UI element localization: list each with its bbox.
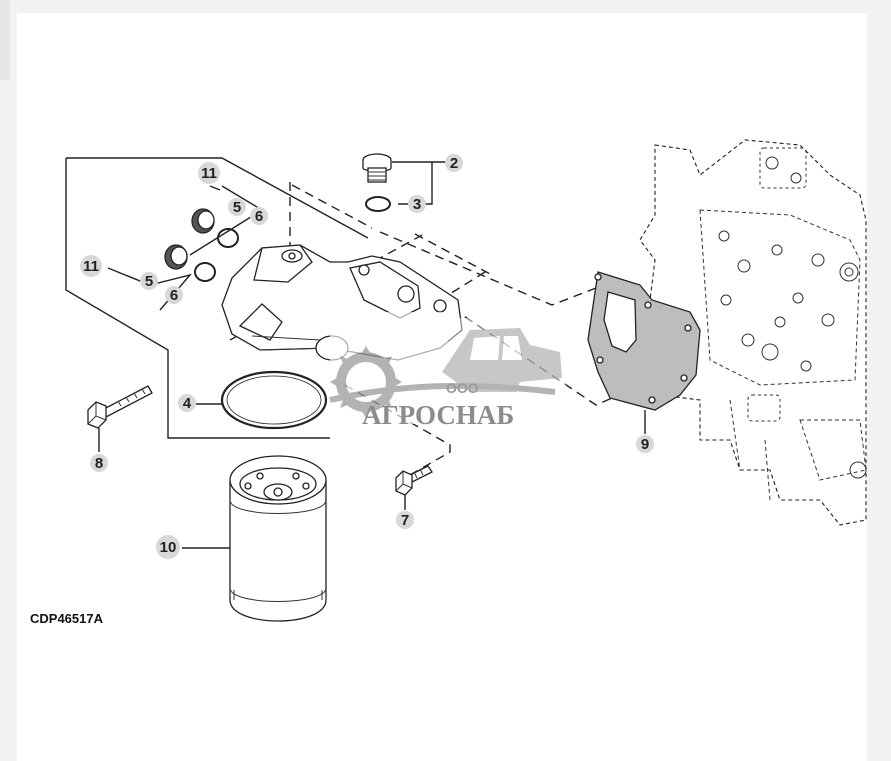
callout-2: 2 — [445, 154, 463, 172]
seal-ring-part-4 — [220, 370, 328, 430]
watermark-company-name: АГРОСНАБ — [362, 400, 514, 430]
callout-7: 7 — [396, 511, 414, 529]
callout-8: 8 — [90, 454, 108, 472]
svg-text:4: 4 — [183, 395, 192, 412]
callout-5-upper: 5 — [228, 198, 246, 216]
callout-9: 9 — [636, 435, 654, 453]
callout-6-upper: 6 — [250, 207, 268, 225]
svg-text:2: 2 — [450, 155, 458, 172]
plug-part-5-upper — [191, 208, 215, 234]
left-edge-strip — [0, 0, 10, 80]
callout-6-lower: 6 — [165, 286, 183, 304]
svg-text:3: 3 — [413, 196, 421, 213]
callout-3: 3 — [408, 195, 426, 213]
svg-text:6: 6 — [170, 287, 178, 304]
watermark-prefix: ООО — [446, 380, 479, 396]
o-ring-part-6-lower — [194, 262, 216, 282]
figure-code: CDP46517A — [30, 611, 104, 626]
engine-block — [639, 139, 867, 526]
svg-text:8: 8 — [95, 455, 103, 472]
cap-screw-part-8 — [87, 385, 153, 429]
svg-text:6: 6 — [255, 208, 263, 225]
gasket-part-9 — [587, 271, 701, 411]
callout-11-upper: 11 — [198, 162, 220, 184]
oil-filter-part-10 — [229, 455, 327, 622]
svg-text:9: 9 — [641, 436, 649, 453]
watermark-logo — [329, 312, 566, 438]
callout-5-lower: 5 — [140, 272, 158, 290]
plug-part-5-lower — [164, 244, 188, 270]
callout-10: 10 — [156, 535, 180, 559]
svg-text:11: 11 — [201, 165, 217, 182]
callout-4: 4 — [178, 394, 196, 412]
o-ring-part-3 — [365, 196, 391, 212]
callout-11-lower: 11 — [80, 255, 102, 277]
cap-screw-part-7 — [395, 465, 433, 496]
svg-text:10: 10 — [160, 539, 177, 556]
svg-text:11: 11 — [83, 258, 99, 275]
svg-text:5: 5 — [233, 199, 241, 216]
plug-part-2 — [362, 153, 392, 183]
svg-text:7: 7 — [401, 512, 409, 529]
svg-text:5: 5 — [145, 273, 153, 290]
tractor-icon — [329, 328, 562, 403]
